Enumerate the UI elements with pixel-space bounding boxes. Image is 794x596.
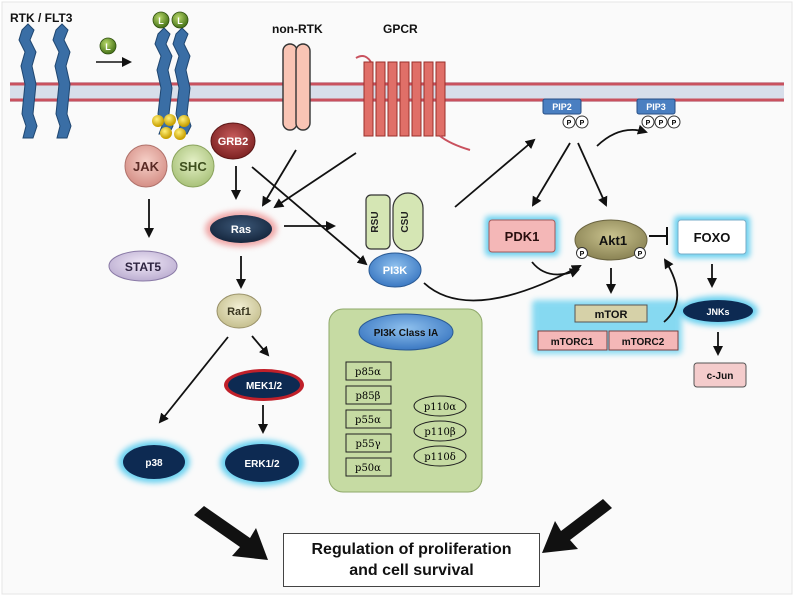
svg-text:p55α: p55α bbox=[355, 415, 381, 426]
svg-text:RSU: RSU bbox=[370, 211, 381, 232]
svg-text:p85β: p85β bbox=[356, 391, 381, 402]
svg-text:CSU: CSU bbox=[400, 211, 411, 232]
svg-text:c-Jun: c-Jun bbox=[707, 371, 734, 382]
svg-text:Akt1: Akt1 bbox=[599, 233, 627, 248]
ras-node: Ras bbox=[205, 211, 277, 247]
ligand-bound-1: L bbox=[152, 11, 170, 29]
svg-text:P: P bbox=[580, 251, 585, 258]
outcome-line-2: and cell survival bbox=[349, 562, 474, 579]
akt1-node: Akt1 P P bbox=[574, 219, 648, 261]
grb2-node: GRB2 bbox=[210, 122, 256, 160]
svg-text:PDK1: PDK1 bbox=[505, 229, 540, 244]
ligand-bound-2: L bbox=[171, 11, 189, 29]
outcome-arrow-left bbox=[194, 506, 268, 560]
jak-node: JAK bbox=[124, 144, 168, 188]
regulatory-subunit: p85α bbox=[345, 361, 392, 381]
svg-text:P: P bbox=[580, 120, 585, 127]
svg-text:Raf1: Raf1 bbox=[227, 306, 251, 318]
mtor-complex: mTOR mTORC1 mTORC2 bbox=[532, 300, 682, 354]
svg-text:p50α: p50α bbox=[355, 463, 381, 474]
ligand-free: L bbox=[99, 37, 117, 55]
rtk-dimer bbox=[154, 27, 192, 135]
jnks-node: JNKs bbox=[678, 296, 758, 326]
regulatory-subunit: p50α bbox=[345, 457, 392, 477]
pip3-node: PIP3 P P P bbox=[636, 98, 681, 129]
rtk-receptor-2 bbox=[52, 23, 72, 139]
svg-text:P: P bbox=[638, 251, 643, 258]
gpcr-label: GPCR bbox=[383, 22, 418, 36]
outcome-box: Regulation of proliferation and cell sur… bbox=[283, 533, 540, 587]
svg-text:P: P bbox=[567, 120, 572, 127]
svg-text:Ras: Ras bbox=[231, 224, 251, 236]
catalytic-subunit: p110β bbox=[413, 420, 467, 442]
pathway-arrows bbox=[144, 124, 723, 434]
pip2-node: PIP2 P P bbox=[542, 98, 589, 129]
svg-text:p110β: p110β bbox=[424, 427, 455, 438]
gpcr-receptor bbox=[355, 55, 471, 151]
rtk-receptor-1 bbox=[18, 23, 38, 139]
svg-text:STAT5: STAT5 bbox=[125, 260, 162, 274]
shc-node: SHC bbox=[171, 144, 215, 188]
p38-node: p38 bbox=[118, 441, 190, 483]
svg-text:ERK1/2: ERK1/2 bbox=[244, 459, 279, 470]
non-rtk-receptor bbox=[282, 43, 311, 131]
svg-text:p85α: p85α bbox=[355, 367, 381, 378]
svg-text:GRB2: GRB2 bbox=[218, 136, 249, 148]
rtk-flt3-label: RTK / FLT3 bbox=[10, 11, 73, 25]
non-rtk-label: non-RTK bbox=[272, 22, 323, 36]
svg-text:PI3K: PI3K bbox=[383, 265, 408, 277]
svg-text:JAK: JAK bbox=[133, 159, 160, 174]
regulatory-subunit: p55α bbox=[345, 409, 392, 429]
foxo-node: FOXO bbox=[674, 216, 750, 258]
svg-text:MEK1/2: MEK1/2 bbox=[246, 381, 283, 392]
svg-text:L: L bbox=[158, 16, 164, 26]
csu-subunit: CSU bbox=[392, 192, 424, 252]
svg-text:P: P bbox=[672, 120, 677, 127]
svg-text:p55γ: p55γ bbox=[355, 439, 380, 450]
akt-inhibits-foxo bbox=[649, 227, 668, 245]
cjun-node: c-Jun bbox=[693, 362, 747, 388]
svg-text:p110δ: p110δ bbox=[424, 452, 456, 463]
catalytic-subunit: p110α bbox=[413, 395, 467, 417]
pdk1-node: PDK1 bbox=[485, 216, 559, 256]
svg-text:mTORC2: mTORC2 bbox=[622, 337, 665, 348]
svg-text:SHC: SHC bbox=[179, 159, 207, 174]
outcome-arrow-right bbox=[542, 499, 612, 553]
mek-node: MEK1/2 bbox=[224, 369, 304, 401]
regulatory-subunit: p85β bbox=[345, 385, 392, 405]
regulatory-subunit-list: p85α p85β p55α p55γ p50α bbox=[345, 361, 392, 477]
catalytic-subunit-list: p110α p110β p110δ bbox=[413, 395, 467, 467]
svg-text:PI3K Class IA: PI3K Class IA bbox=[374, 328, 438, 339]
svg-text:L: L bbox=[177, 16, 183, 26]
svg-text:L: L bbox=[105, 42, 111, 52]
svg-text:mTOR: mTOR bbox=[595, 309, 628, 321]
outcome-line-1: Regulation of proliferation bbox=[311, 541, 512, 558]
stat5-node: STAT5 bbox=[108, 250, 178, 282]
svg-text:p110α: p110α bbox=[424, 402, 456, 413]
svg-text:p38: p38 bbox=[145, 458, 163, 469]
rsu-subunit: RSU bbox=[365, 194, 391, 250]
svg-text:P: P bbox=[659, 120, 664, 127]
svg-text:mTORC1: mTORC1 bbox=[551, 337, 594, 348]
svg-text:P: P bbox=[646, 120, 651, 127]
erk-node: ERK1/2 bbox=[220, 440, 304, 486]
catalytic-subunit: p110δ bbox=[413, 445, 467, 467]
svg-text:PIP3: PIP3 bbox=[646, 102, 666, 112]
svg-text:JNKs: JNKs bbox=[706, 307, 729, 317]
pi3k-node: PI3K bbox=[368, 252, 422, 288]
regulatory-subunit: p55γ bbox=[345, 433, 392, 453]
phospho-tyrosines bbox=[152, 114, 190, 140]
raf1-node: Raf1 bbox=[216, 293, 262, 329]
svg-text:FOXO: FOXO bbox=[694, 230, 731, 245]
svg-text:PIP2: PIP2 bbox=[552, 102, 572, 112]
